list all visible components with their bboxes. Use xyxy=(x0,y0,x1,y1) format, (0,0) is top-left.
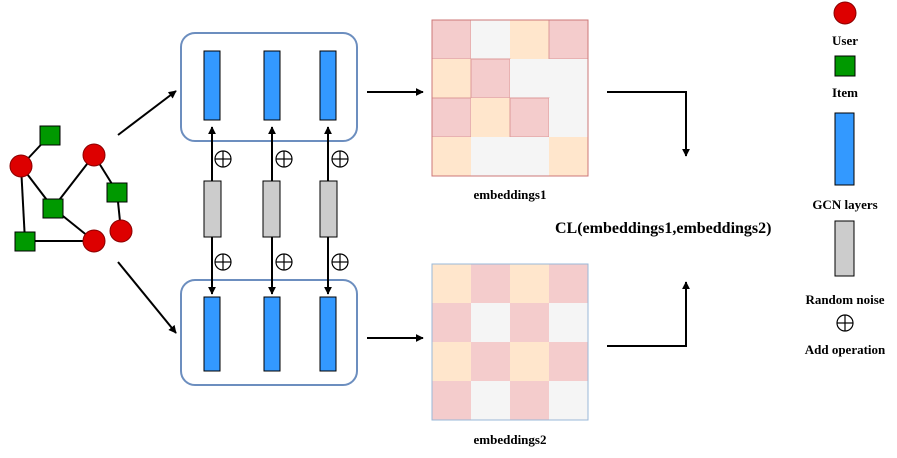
embeddings1-label: embeddings1 xyxy=(474,187,547,202)
gcn-layer-view2 xyxy=(203,296,221,372)
matrix-cell xyxy=(510,59,549,98)
legend-noise-icon xyxy=(834,220,855,277)
gcn-layer-view2 xyxy=(319,296,337,372)
matrix-cell xyxy=(471,137,510,176)
matrix-cell xyxy=(432,342,471,381)
connector-embeddings1-to-cl xyxy=(607,91,690,157)
noise-block xyxy=(319,180,338,238)
matrix-cell xyxy=(549,381,588,420)
embeddings2-matrix xyxy=(432,264,588,420)
item-nodes xyxy=(14,125,128,252)
item-node xyxy=(106,182,128,203)
matrix-cell xyxy=(471,381,510,420)
matrix-cell xyxy=(510,264,549,303)
item-node xyxy=(39,125,61,146)
graph-edges xyxy=(20,134,122,242)
noise-column xyxy=(203,50,232,372)
embeddings2-matrix-border xyxy=(431,263,589,421)
add-operation-symbol xyxy=(331,253,349,271)
legend-item-icon xyxy=(834,55,856,77)
gcn-layer-view1 xyxy=(263,50,281,121)
embeddings2-label: embeddings2 xyxy=(474,432,547,447)
gcn-layer-view1 xyxy=(319,50,337,121)
legend-gcn-label: GCN layers xyxy=(812,197,877,212)
matrix-cell xyxy=(432,59,471,98)
matrix-cell xyxy=(471,20,510,59)
legend: User Item GCN layers Random noise Add op… xyxy=(805,1,886,357)
item-node xyxy=(42,198,64,219)
user-node xyxy=(109,219,133,243)
matrix-cell xyxy=(509,97,550,138)
matrix-cell xyxy=(549,342,588,381)
user-node xyxy=(82,143,106,167)
add-operation-symbol xyxy=(275,150,293,168)
noise-column xyxy=(262,50,293,372)
item-node xyxy=(14,231,36,252)
arrow-to-view1 xyxy=(117,90,177,136)
add-operation-symbol xyxy=(214,150,232,168)
noise-column xyxy=(319,50,349,372)
matrix-cell xyxy=(510,303,549,342)
legend-item-label: Item xyxy=(832,85,858,100)
user-node xyxy=(82,229,106,253)
matrix-cell xyxy=(431,19,472,60)
matrix-cell xyxy=(470,58,511,99)
add-operation-symbol xyxy=(275,253,293,271)
legend-user-icon xyxy=(833,1,857,25)
matrix-cell xyxy=(432,381,471,420)
noise-block xyxy=(203,180,222,238)
noise-block xyxy=(262,180,281,238)
matrix-cell xyxy=(510,137,549,176)
matrix-cell xyxy=(549,264,588,303)
add-operation-symbol xyxy=(214,253,232,271)
matrix-cell xyxy=(431,97,472,138)
user-nodes xyxy=(9,143,133,253)
matrix-cell xyxy=(471,342,510,381)
arrow-to-view2 xyxy=(117,261,177,334)
legend-add-label: Add operation xyxy=(805,342,886,357)
matrix-cell xyxy=(510,20,549,59)
legend-user-label: User xyxy=(832,33,858,48)
user-item-graph xyxy=(9,125,133,253)
graph-edge xyxy=(20,165,26,242)
matrix-cell xyxy=(549,98,588,137)
gcn-view1-frame xyxy=(180,32,358,142)
matrix-cell xyxy=(548,19,589,60)
matrix-cell xyxy=(549,303,588,342)
matrix-cell xyxy=(510,342,549,381)
matrix-cell xyxy=(549,137,588,176)
matrix-cell xyxy=(471,303,510,342)
contrastive-objective-label: CL(embeddings1,embeddings2) xyxy=(555,220,771,237)
gcn-layer-view1 xyxy=(203,50,221,121)
matrix-cell xyxy=(510,381,549,420)
gcn-view2-frame xyxy=(180,279,358,386)
matrix-cell xyxy=(432,137,471,176)
gcn-layer-view2 xyxy=(263,296,281,372)
matrix-cell xyxy=(549,59,588,98)
user-node xyxy=(9,154,33,178)
legend-noise-label: Random noise xyxy=(805,292,884,307)
add-operation-symbol xyxy=(331,150,349,168)
matrix-cell xyxy=(471,264,510,303)
legend-gcn-icon xyxy=(834,112,855,186)
matrix-cell xyxy=(432,264,471,303)
connector-embeddings2-to-cl xyxy=(607,281,690,347)
matrix-cell xyxy=(432,303,471,342)
matrix-cell xyxy=(471,98,510,137)
legend-add-icon xyxy=(836,314,854,332)
embeddings1-matrix xyxy=(431,19,589,176)
embeddings1-matrix-border xyxy=(431,19,589,177)
